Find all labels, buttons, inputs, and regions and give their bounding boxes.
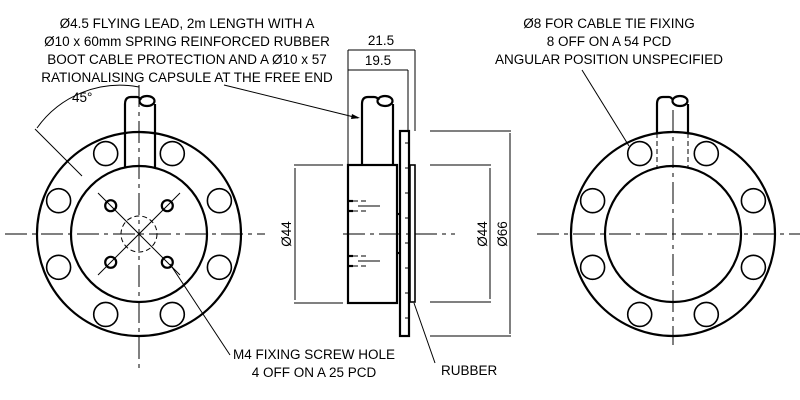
angle-dimension-arc: [36, 84, 140, 129]
cable-note-line-3: BOOT CABLE PROTECTION AND A Ø10 x 57: [47, 52, 327, 67]
cable-tie-note: Ø8 FOR CABLE TIE FIXING 8 OFF ON A 54 PC…: [495, 16, 723, 147]
cable-stub-break: [138, 94, 156, 108]
bolt-hole: [159, 301, 186, 328]
screw-hole-note-leader: [169, 263, 231, 356]
side-screw-hole-upper: [349, 199, 380, 213]
cable-note: Ø4.5 FLYING LEAD, 2m LENGTH WITH A Ø10 x…: [41, 16, 360, 119]
side-view: 21.5 19.5: [279, 33, 511, 338]
rear-bolt-holes: [579, 140, 767, 328]
rear-cable-stub-break: [671, 94, 689, 108]
body-width-dimension: 19.5: [365, 53, 391, 68]
screw-hole-note-line-1: M4 FIXING SCREW HOLE: [233, 347, 395, 362]
cable-note-line-1: Ø4.5 FLYING LEAD, 2m LENGTH WITH A: [60, 16, 315, 31]
bolt-hole: [45, 187, 72, 214]
side-cable-stub-outline: [360, 95, 380, 165]
right-body-diameter-dimension: Ø44: [475, 221, 490, 247]
left-body-diameter-dimension: Ø44: [279, 221, 294, 247]
bolt-hole: [45, 254, 72, 281]
rear-bolt-hole: [626, 140, 653, 167]
rear-cable-stub-outline: [655, 95, 674, 133]
cable-tie-note-line-3: ANGULAR POSITION UNSPECIFIED: [495, 52, 723, 67]
angle-dimension-label: 45°: [72, 90, 92, 105]
cable-note-arrowhead: [351, 114, 360, 119]
bolt-hole: [206, 187, 233, 214]
screw-hole: [160, 199, 174, 213]
rubber-note: RUBBER: [413, 302, 498, 378]
rubber-label: RUBBER: [441, 363, 498, 378]
screw-hole-note: M4 FIXING SCREW HOLE 4 OFF ON A 25 PCD: [169, 263, 395, 380]
angle-extension-line: [34, 128, 83, 177]
side-cable-stub-break: [376, 94, 394, 108]
rear-bolt-hole: [579, 254, 606, 281]
rear-bolt-hole: [579, 187, 606, 214]
cable-tie-note-leader: [581, 69, 630, 147]
side-screw-hole-lower: [349, 254, 380, 268]
rear-view: [537, 94, 800, 345]
rear-bolt-hole: [740, 254, 767, 281]
bolt-hole: [159, 140, 186, 167]
front-screw-holes: [104, 199, 174, 269]
flange-plate-ticks: [405, 142, 409, 319]
overall-width-dimension: 21.5: [368, 33, 394, 48]
cable-tie-note-line-2: 8 OFF ON A 54 PCD: [547, 34, 672, 49]
screw-hole: [104, 255, 118, 269]
bolt-hole: [92, 140, 119, 167]
cable-note-line-2: Ø10 x 60mm SPRING REINFORCED RUBBER: [44, 34, 330, 49]
rear-bolt-hole: [740, 187, 767, 214]
rubber-layer: [409, 164, 416, 303]
cable-note-line-4: RATIONALISING CAPSULE AT THE FREE END: [41, 70, 333, 85]
front-diagonal-centerline-2: [97, 192, 181, 276]
flange-diameter-dimension: Ø66: [495, 221, 510, 247]
screw-hole: [104, 199, 118, 213]
rear-bolt-hole: [626, 301, 653, 328]
rubber-leader: [413, 302, 436, 364]
bolt-hole: [92, 301, 119, 328]
cable-note-leader: [223, 84, 359, 119]
screw-hole: [160, 255, 174, 269]
bolt-hole: [206, 254, 233, 281]
front-view: 45°: [5, 84, 265, 368]
cable-tie-note-line-1: Ø8 FOR CABLE TIE FIXING: [523, 16, 695, 31]
rear-bolt-hole: [693, 301, 720, 328]
front-bolt-holes: [45, 140, 233, 328]
rear-bolt-hole: [693, 140, 720, 167]
screw-hole-note-line-2: 4 OFF ON A 25 PCD: [252, 365, 377, 380]
